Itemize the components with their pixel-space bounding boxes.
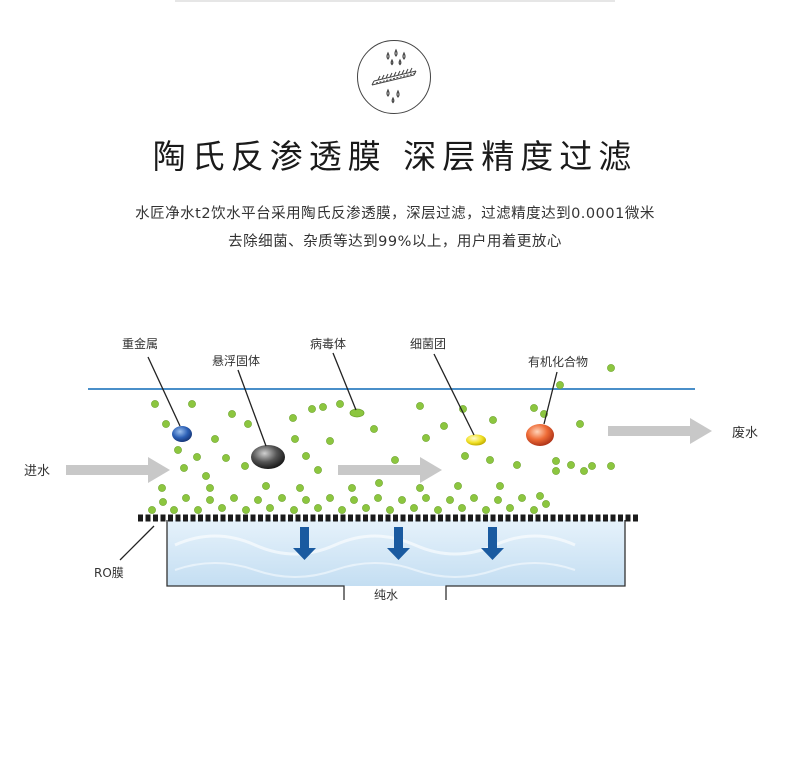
leader-line [237, 369, 267, 447]
label-heavy-metal: 重金属 [122, 336, 158, 351]
description-line-1: 水匠净水t2饮水平台采用陶氏反渗透膜，深层过滤，过滤精度达到0.0001微米 [135, 206, 655, 222]
inlet-arrow-icon [66, 457, 170, 483]
suspended-solid-particle [251, 445, 285, 469]
leader-line [119, 525, 155, 561]
label-bacteria: 细菌团 [410, 337, 446, 351]
label-ro-membrane: RO膜 [94, 566, 124, 580]
down-arrow-icon [481, 527, 504, 560]
label-organic: 有机化合物 [528, 354, 588, 369]
flow-arrow-icon [338, 457, 442, 483]
organic-compound-particle [526, 424, 554, 446]
label-inlet-water: 进水 [24, 464, 50, 479]
filter-mesh-badge [357, 40, 431, 114]
description-line-2: 去除细菌、杂质等达到99%以上，用户用着更放心 [228, 234, 562, 250]
leader-line [433, 353, 475, 436]
leader-line [332, 352, 357, 411]
label-pure-water: 纯水 [374, 588, 398, 602]
label-waste-water: 废水 [732, 425, 758, 441]
page-title: 陶氏反渗透膜 深层精度过滤 [152, 137, 638, 176]
down-arrow-icon [387, 527, 410, 560]
bacteria-particle [466, 434, 486, 446]
waste-arrow-icon [608, 418, 712, 444]
label-suspended-solids: 悬浮固体 [212, 354, 260, 368]
pure-water-outline [166, 520, 626, 600]
filter-mesh-icon [371, 48, 417, 104]
ro-filtration-diagram: 重金属 悬浮固体 病毒体 细菌团 有机化合物 废水 进水 RO膜 纯水 [24, 336, 758, 602]
leader-line [147, 356, 181, 427]
label-virus: 病毒体 [310, 336, 346, 351]
leader-line [543, 371, 558, 425]
top-divider [175, 0, 615, 2]
heavy-metal-particle [172, 426, 192, 442]
virus-particle [349, 408, 365, 418]
impurity-particles [148, 364, 615, 514]
down-arrow-icon [293, 527, 316, 560]
